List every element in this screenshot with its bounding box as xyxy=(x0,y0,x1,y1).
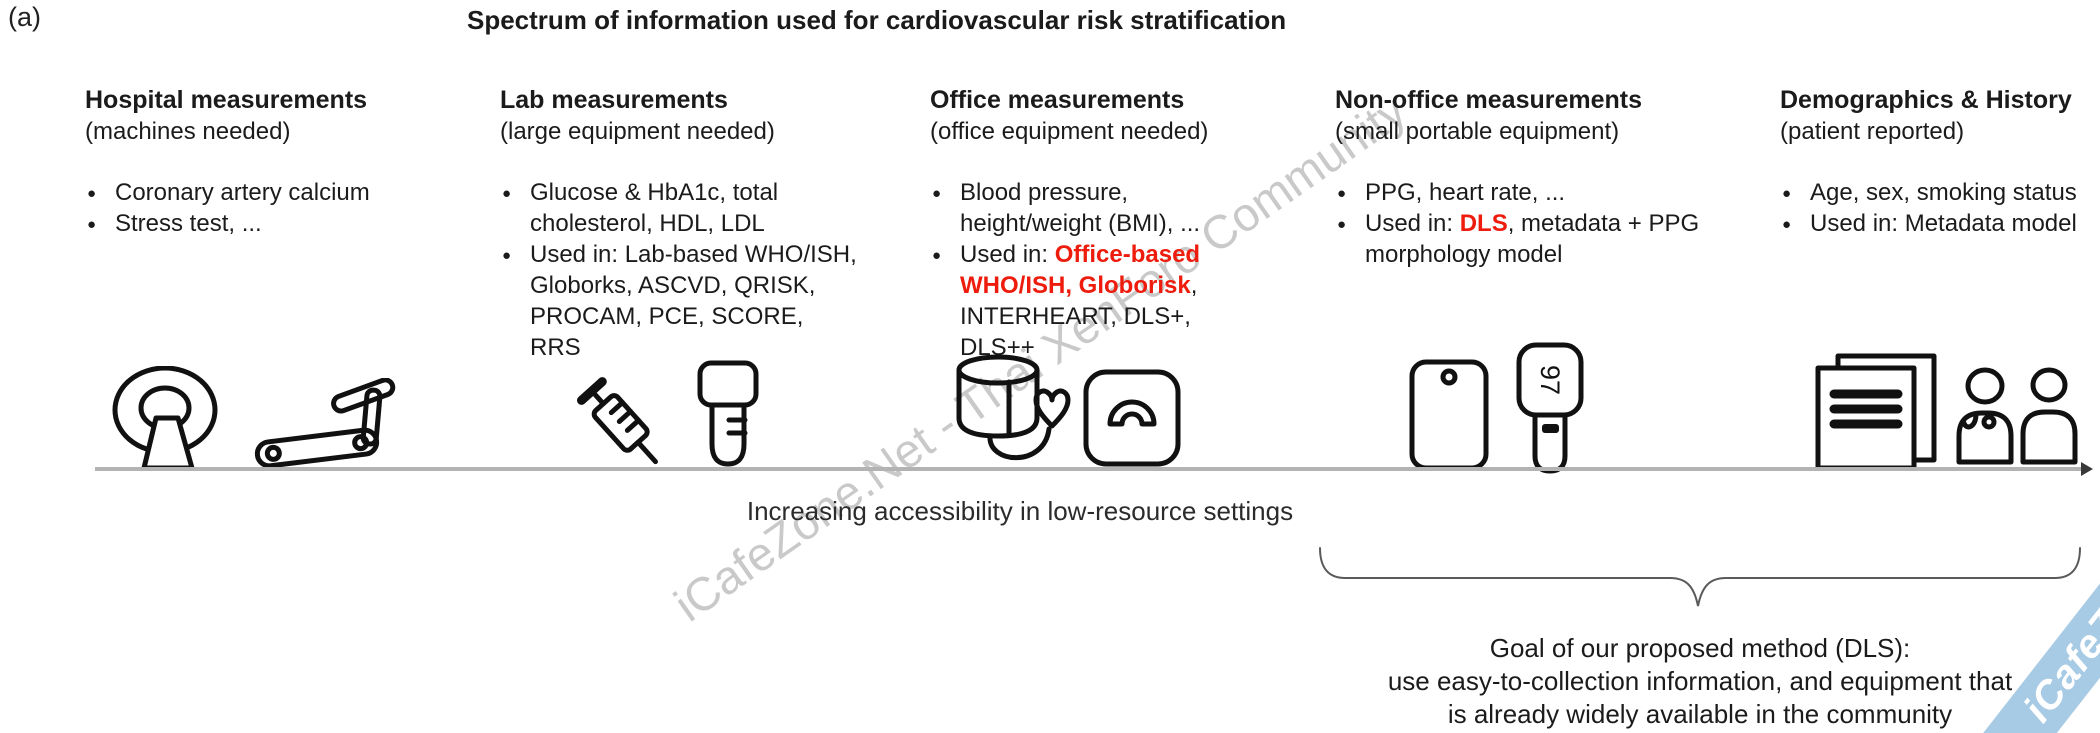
bullet-segment: DLS xyxy=(1459,210,1508,237)
bullet-list: Age, sex, smoking statusUsed in: Metadat… xyxy=(1780,177,2100,240)
goal-line-1: Goal of our proposed method (DLS): xyxy=(1489,633,1911,663)
bullet-segment: Age, sex, smoking status xyxy=(1810,179,2077,206)
column-subheading: (patient reported) xyxy=(1780,118,1965,145)
bullet-segment: PPG, heart rate, ... xyxy=(1365,179,1566,206)
column-non-office: Non-office measurements (small portable … xyxy=(1335,85,1720,270)
bullet-item: Coronary artery calcium xyxy=(85,177,395,209)
bullet-item: Used in: Metadata model xyxy=(1780,208,2100,240)
bullet-item: Age, sex, smoking status xyxy=(1780,177,2100,209)
column-heading: Hospital measurements xyxy=(85,86,368,114)
people-icon xyxy=(1952,366,2082,466)
bullet-segment: Used in: Metadata model xyxy=(1810,210,2077,237)
bullet-item: Glucose & HbA1c, total cholesterol, HDL,… xyxy=(500,177,860,239)
accessibility-axis-line xyxy=(95,467,2083,471)
goal-line-3: is already widely available in the commu… xyxy=(1447,699,1953,729)
figure-title: Spectrum of information used for cardiov… xyxy=(467,5,1287,35)
column-subheading: (office equipment needed) xyxy=(930,118,1209,145)
bullet-item: Used in: Office-based WHO/ISH, Globorisk… xyxy=(930,239,1260,363)
bullet-list: Glucose & HbA1c, total cholesterol, HDL,… xyxy=(500,177,860,363)
bp-cuff-icon xyxy=(952,352,1087,472)
goal-line-2: use easy-to-collection information, and … xyxy=(1387,666,2013,696)
bullet-list: Blood pressure, height/weight (BMI), ...… xyxy=(930,177,1260,363)
documents-icon xyxy=(1812,352,1942,472)
smartphone-icon xyxy=(1408,358,1490,472)
column-heading: Office measurements xyxy=(930,86,1185,114)
bullet-segment: Used in: xyxy=(1365,210,1460,237)
ct-scanner-icon xyxy=(108,366,238,470)
bullet-segment: Glucose & HbA1c, total cholesterol, HDL,… xyxy=(530,179,779,237)
bullet-segment: Stress test, ... xyxy=(115,210,262,237)
pulse-oximeter-icon: 97 xyxy=(1516,342,1584,474)
goal-brace-icon xyxy=(1315,545,2090,617)
treadmill-icon xyxy=(252,378,412,470)
figure-label: (a) xyxy=(8,2,41,32)
column-subheading: (machines needed) xyxy=(85,118,291,145)
column-hospital: Hospital measurements (machines needed) … xyxy=(85,85,395,240)
bullet-item: Blood pressure, height/weight (BMI), ... xyxy=(930,177,1260,239)
bullet-segment: , metadata + PPG morphology model xyxy=(1365,210,1700,268)
bullet-segment: Used in: xyxy=(960,241,1055,268)
accessibility-axis-label: Increasing accessibility in low-resource… xyxy=(746,496,1294,526)
bullet-item: Used in: DLS, metadata + PPG morphology … xyxy=(1335,208,1720,270)
column-heading: Demographics & History xyxy=(1780,86,2072,114)
bullet-segment: Blood pressure, height/weight (BMI), ... xyxy=(960,179,1201,237)
syringe-icon xyxy=(562,370,674,482)
bullet-segment: Used in: Lab-based WHO/ISH, Globorks, AS… xyxy=(530,241,857,361)
column-subheading: (small portable equipment) xyxy=(1335,118,1620,145)
test-tube-icon xyxy=(688,360,768,470)
bullet-segment: Coronary artery calcium xyxy=(115,179,370,206)
axis-arrowhead-icon xyxy=(2081,462,2093,476)
column-lab: Lab measurements (large equipment needed… xyxy=(500,85,860,363)
column-heading: Lab measurements xyxy=(500,86,728,114)
bullet-segment: Office-based WHO/ISH, Globorisk xyxy=(960,241,1201,299)
oximeter-display-value: 97 xyxy=(1535,365,1565,395)
column-heading: Non-office measurements xyxy=(1335,86,1643,114)
column-office: Office measurements (office equipment ne… xyxy=(930,85,1260,363)
column-subheading: (large equipment needed) xyxy=(500,118,775,145)
bullet-list: PPG, heart rate, ...Used in: DLS, metada… xyxy=(1335,177,1720,270)
bullet-list: Coronary artery calciumStress test, ... xyxy=(85,177,395,240)
goal-text: Goal of our proposed method (DLS): use e… xyxy=(1310,632,2090,731)
bullet-item: PPG, heart rate, ... xyxy=(1335,177,1720,209)
scale-icon xyxy=(1082,368,1182,468)
column-demographics: Demographics & History (patient reported… xyxy=(1780,85,2100,240)
bullet-item: Stress test, ... xyxy=(85,208,395,240)
bullet-item: Used in: Lab-based WHO/ISH, Globorks, AS… xyxy=(500,239,860,363)
